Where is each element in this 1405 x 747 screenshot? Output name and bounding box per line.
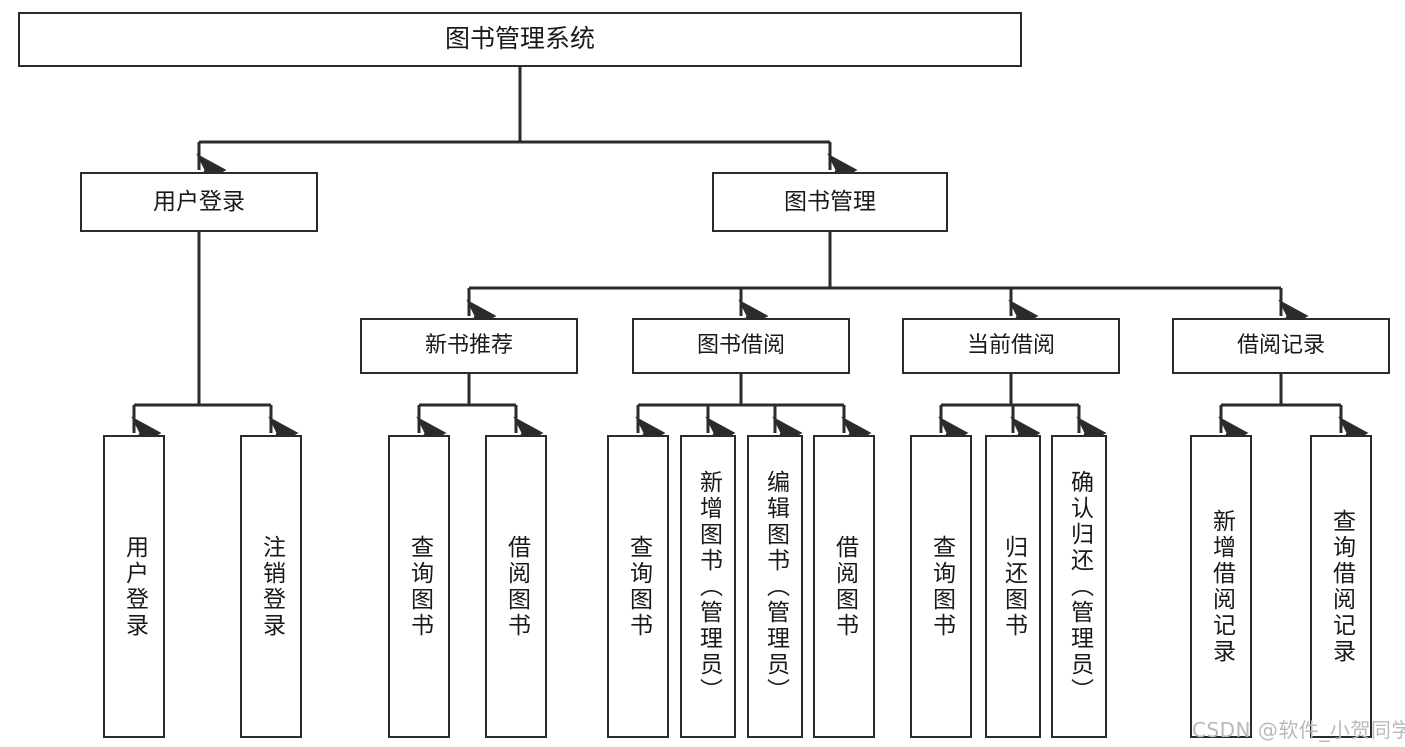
node-user-login[interactable]: 用户登录 [80, 172, 318, 232]
node-leaf-query-book-rec[interactable]: 查询图书 [388, 435, 450, 738]
node-book-manage[interactable]: 图书管理 [712, 172, 948, 232]
node-label: 查询图书 [928, 534, 955, 639]
node-label: 查询图书 [406, 534, 433, 639]
node-label: 借阅图书 [503, 534, 530, 639]
node-leaf-add-borrow-record[interactable]: 新增借阅记录 [1190, 435, 1252, 738]
node-label: 新增图书（管理员） [695, 469, 722, 704]
node-label: 新书推荐 [424, 333, 513, 359]
node-label: 图书管理系统 [444, 24, 595, 54]
node-label: 图书管理 [784, 188, 876, 215]
node-label: 归还图书 [1000, 534, 1027, 639]
node-leaf-confirm-return-admin[interactable]: 确认归还（管理员） [1051, 435, 1107, 738]
node-leaf-borrow-book-rec[interactable]: 借阅图书 [485, 435, 547, 738]
node-leaf-query-book-cur[interactable]: 查询图书 [910, 435, 972, 738]
node-leaf-return-book[interactable]: 归还图书 [985, 435, 1041, 738]
node-label: 用户登录 [121, 534, 148, 639]
node-label: 确认归还（管理员） [1066, 469, 1093, 704]
node-leaf-query-borrow-record[interactable]: 查询借阅记录 [1310, 435, 1372, 738]
node-label: 借阅记录 [1236, 333, 1325, 359]
node-label: 借阅图书 [831, 534, 858, 639]
watermark-text: CSDN @软件_小贺同学 [1192, 718, 1405, 742]
node-leaf-query-book-borrow[interactable]: 查询图书 [607, 435, 669, 738]
node-label: 当前借阅 [966, 333, 1055, 359]
node-leaf-logout[interactable]: 注销登录 [240, 435, 302, 738]
node-label: 新增借阅记录 [1208, 508, 1235, 665]
node-borrow-record[interactable]: 借阅记录 [1172, 318, 1390, 374]
node-label: 编辑图书（管理员） [762, 469, 789, 704]
node-leaf-add-book-admin[interactable]: 新增图书（管理员） [680, 435, 736, 738]
node-new-book-recommend[interactable]: 新书推荐 [360, 318, 578, 374]
node-leaf-user-login[interactable]: 用户登录 [103, 435, 165, 738]
node-current-borrow[interactable]: 当前借阅 [902, 318, 1120, 374]
node-leaf-borrow-book[interactable]: 借阅图书 [813, 435, 875, 738]
node-root[interactable]: 图书管理系统 [18, 12, 1022, 67]
node-label: 用户登录 [153, 188, 245, 215]
node-label: 图书借阅 [696, 333, 785, 359]
node-book-borrow[interactable]: 图书借阅 [632, 318, 850, 374]
node-label: 查询图书 [625, 534, 652, 639]
node-label: 注销登录 [258, 534, 285, 639]
node-leaf-edit-book-admin[interactable]: 编辑图书（管理员） [747, 435, 803, 738]
edge-group [131, 67, 1369, 450]
node-label: 查询借阅记录 [1328, 508, 1355, 665]
